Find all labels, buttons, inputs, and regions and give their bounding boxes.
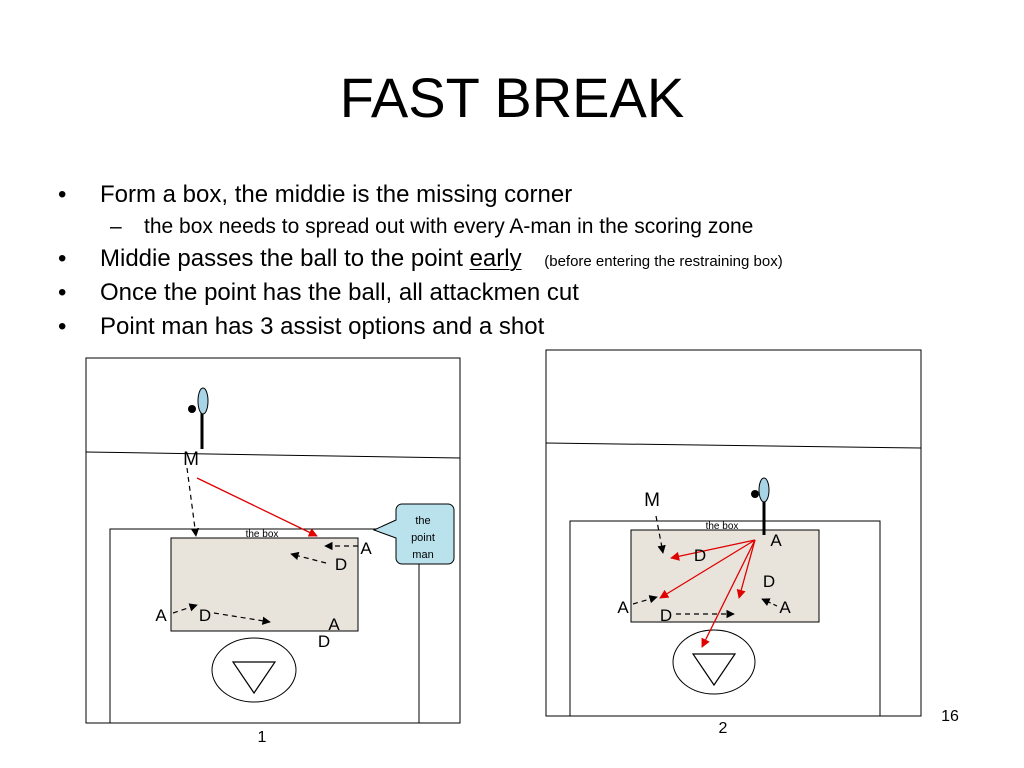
the-box-area — [170, 537, 359, 632]
defender-arrow — [213, 612, 271, 625]
restraining-box — [109, 528, 420, 724]
diagram-caption: 2 — [719, 720, 728, 737]
diagram-2: M the box A D D A A D 2 — [545, 349, 922, 737]
middie-run-arrow — [655, 515, 666, 554]
bullet-dot: • — [58, 313, 67, 340]
player-d: D — [660, 606, 672, 625]
bullet-text: Point man has 3 assist options and a sho… — [100, 313, 545, 340]
player-m: M — [644, 490, 660, 511]
shot-arrow — [701, 539, 756, 648]
bullet-dot: • — [58, 245, 67, 272]
player-a: A — [770, 531, 782, 550]
box-label: the box — [246, 529, 279, 540]
stick-head — [758, 477, 770, 503]
cut-arrow — [761, 598, 778, 607]
bullet-text-part: Middie passes the ball to the point — [100, 245, 470, 272]
player-d: D — [199, 606, 211, 625]
bullet-dot: • — [58, 181, 67, 208]
bullet-dot: • — [58, 279, 67, 306]
player-d: D — [318, 632, 330, 651]
bullet-text: Form a box, the middie is the missing co… — [100, 181, 573, 208]
bullet-dash: – — [110, 215, 122, 238]
player-a: A — [779, 598, 791, 617]
callout-line-1: the — [415, 515, 430, 527]
bullet-note: (before entering the restraining box) — [544, 253, 783, 270]
point-man-callout — [372, 503, 455, 565]
stick-head — [197, 387, 209, 415]
midfield-line — [545, 442, 922, 449]
player-d: D — [335, 555, 347, 574]
box-label: the box — [706, 521, 739, 532]
goal-triangle — [691, 653, 737, 687]
bullet-item: • Form a box, the middie is the missing … — [58, 178, 998, 212]
bullet-item: • Middie passes the ball to the point ea… — [58, 242, 998, 276]
slide-title: FAST BREAK — [339, 66, 685, 129]
bullet-text: Once the point has the ball, all attackm… — [100, 279, 579, 306]
sub-bullet-text: the box needs to spread out with every A… — [144, 215, 754, 238]
slide-number: 16 — [941, 708, 959, 725]
cut-arrow — [172, 603, 198, 614]
middie-run-arrow — [186, 467, 200, 537]
cut-arrow — [632, 595, 658, 605]
defender-arrow — [290, 551, 327, 564]
assist-arrow — [670, 539, 756, 561]
diagram-1: M the box A D A D A D the point man 1 — [85, 357, 461, 746]
player-m: M — [183, 449, 199, 470]
goal-triangle — [231, 661, 277, 695]
bullet-item: • Point man has 3 assist options and a s… — [58, 310, 998, 344]
player-a: A — [617, 598, 629, 617]
callout-line-3: man — [412, 549, 433, 561]
player-d: D — [694, 546, 706, 565]
player-a: A — [155, 606, 167, 625]
bullet-text: Middie passes the ball to the point earl… — [100, 242, 783, 279]
callout-line-2: point — [411, 532, 435, 544]
assist-arrow — [659, 539, 756, 599]
restraining-box — [569, 520, 881, 717]
sub-bullet-item: – the box needs to spread out with every… — [58, 212, 998, 242]
player-a: A — [360, 539, 372, 558]
pass-arrow — [196, 477, 318, 537]
emphasis-early: early — [469, 245, 522, 272]
ball — [188, 405, 196, 413]
midfield-line — [85, 451, 461, 459]
bullet-item: • Once the point has the ball, all attac… — [58, 276, 998, 310]
ball — [751, 490, 759, 498]
player-a: A — [328, 615, 340, 634]
diagram-caption: 1 — [258, 729, 267, 746]
player-d: D — [763, 572, 775, 591]
assist-arrow — [736, 539, 756, 599]
bullet-list: • Form a box, the middie is the missing … — [58, 178, 998, 344]
